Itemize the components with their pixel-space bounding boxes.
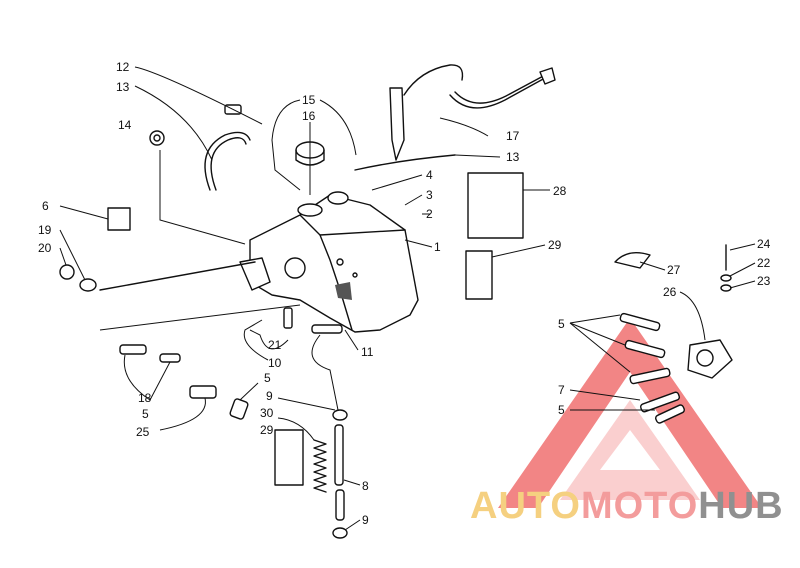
callout-4: 4	[426, 168, 433, 182]
callout-labels: 12 13 14 15 16 17 13 4 3 2 28 1 29 6 19 …	[38, 60, 771, 527]
svg-text:AUTOMOTOHUB: AUTOMOTOHUB	[470, 485, 784, 527]
nut-20	[59, 264, 75, 280]
watermark-text-hub: HUB	[698, 485, 783, 527]
callout-25: 25	[136, 425, 150, 439]
clamp-9a	[332, 409, 348, 421]
filter-18	[119, 344, 147, 355]
washer-19	[79, 278, 97, 292]
callout-23: 23	[757, 274, 771, 288]
callout-24: 24	[757, 237, 771, 251]
hose-8	[334, 424, 344, 486]
callout-18: 18	[138, 391, 152, 405]
callout-29: 29	[548, 238, 562, 252]
pad-6	[107, 207, 131, 231]
callout-3: 3	[426, 188, 433, 202]
spring-30	[313, 439, 327, 493]
watermark-text-moto: MOTO	[581, 485, 698, 527]
watermark-triangle-icon	[498, 318, 762, 508]
callout-9b: 9	[362, 513, 369, 527]
callout-22: 22	[757, 256, 771, 270]
pad-29	[465, 250, 493, 300]
callout-30: 30	[260, 406, 274, 420]
callout-8: 8	[362, 479, 369, 493]
pad-29b	[274, 429, 304, 486]
callout-26: 26	[663, 285, 677, 299]
filter-25	[189, 385, 217, 399]
callout-27: 27	[667, 263, 681, 277]
callout-6: 6	[42, 199, 49, 213]
callout-2: 2	[426, 207, 433, 221]
vent-hose	[204, 131, 251, 191]
oil-tank	[239, 191, 419, 333]
callout-17: 17	[506, 129, 520, 143]
callout-16: 16	[302, 109, 316, 123]
cap-14	[149, 130, 165, 146]
callout-19: 19	[38, 223, 52, 237]
callout-10: 10	[268, 356, 282, 370]
callout-5d: 5	[142, 407, 149, 421]
callout-20: 20	[38, 241, 52, 255]
leader-lines	[59, 66, 756, 531]
callout-15: 15	[302, 93, 316, 107]
fittings	[119, 307, 685, 539]
clip-27	[614, 252, 651, 269]
watermark-logo: AUTOMOTOHUB	[470, 318, 784, 527]
callout-28: 28	[553, 184, 567, 198]
callout-11: 11	[361, 345, 374, 359]
callout-9a: 9	[266, 389, 273, 403]
oil-pump	[614, 244, 733, 379]
callout-13: 13	[116, 80, 130, 94]
clamp-9b	[332, 527, 348, 539]
callout-29b: 29	[260, 423, 274, 437]
callout-12: 12	[116, 60, 130, 74]
pad-28	[467, 172, 524, 239]
oil-level-sensor	[389, 64, 556, 161]
watermark-text-auto: AUTO	[470, 485, 581, 527]
callout-1: 1	[434, 240, 441, 254]
callout-21: 21	[268, 338, 282, 352]
callout-13b: 13	[506, 150, 520, 164]
callout-5b: 5	[264, 371, 271, 385]
callout-5a: 5	[558, 317, 565, 331]
callout-5c: 5	[558, 403, 565, 417]
callout-14: 14	[118, 118, 132, 132]
callout-7: 7	[558, 383, 565, 397]
